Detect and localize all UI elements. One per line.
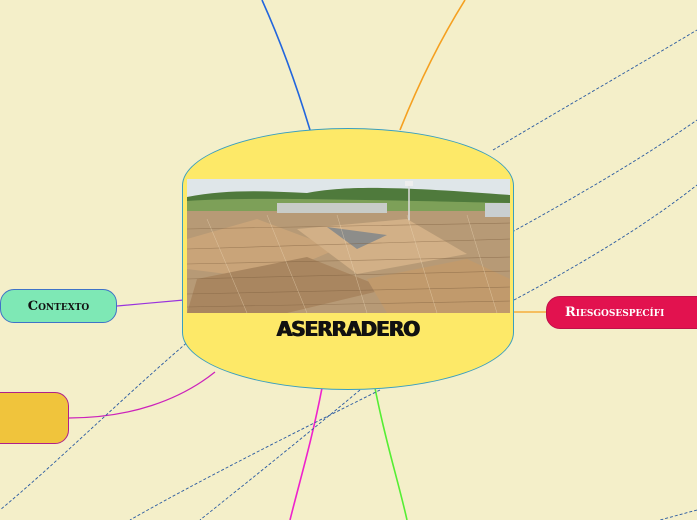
topic-label-contexto: Contexto: [27, 298, 90, 314]
dashed-link-2: [511, 119, 697, 233]
dashed-link-7: [659, 509, 697, 520]
central-topic-node[interactable]: ASERRADERO: [182, 128, 514, 390]
dashed-link-1: [492, 29, 697, 151]
topic-node-riesgos[interactable]: Riesgosespecífi: [546, 296, 697, 329]
branch-bottom-green: [374, 387, 408, 520]
branch-left-magenta: [68, 371, 216, 419]
branch-bottom-magenta: [289, 387, 323, 520]
topic-node-left-partial[interactable]: [0, 392, 69, 444]
sawmill-photo: [187, 179, 510, 313]
topic-label-riesgos: Riesgosespecífi: [565, 305, 665, 320]
branch-contexto-purple: [116, 299, 185, 307]
dashed-link-3: [513, 184, 697, 301]
topic-node-contexto[interactable]: Contexto: [0, 289, 117, 323]
dashed-link-5: [129, 389, 381, 520]
dashed-link-6: [199, 389, 361, 520]
central-topic-title: ASERRADERO: [276, 317, 421, 341]
branch-top-orange: [399, 0, 466, 131]
branch-top-blue: [261, 0, 311, 131]
dashed-link-4: [0, 339, 191, 511]
